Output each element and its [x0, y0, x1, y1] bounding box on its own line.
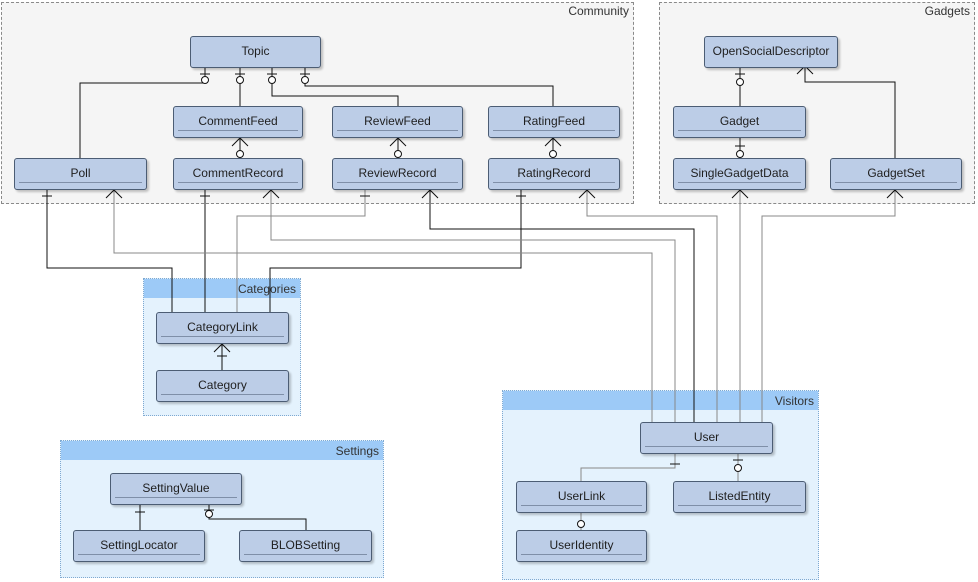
edge-commentrecord-user	[270, 190, 676, 422]
edge-ratingrecord-user	[586, 190, 718, 422]
entity-user-identity[interactable]: UserIdentity	[516, 530, 647, 562]
entity-category[interactable]: Category	[156, 370, 289, 402]
entity-setting-value[interactable]: SettingValue	[110, 473, 242, 505]
entity-open-social-descriptor-label: OpenSocialDescriptor	[712, 44, 830, 58]
entity-setting-locator[interactable]: SettingLocator	[73, 530, 205, 562]
entity-category-link[interactable]: CategoryLink	[156, 312, 289, 344]
entity-rating-record-label: RatingRecord	[517, 166, 591, 180]
entity-single-gadget-data[interactable]: SingleGadgetData	[673, 158, 806, 190]
entity-review-record-label: ReviewRecord	[358, 166, 437, 180]
entity-single-gadget-data-label: SingleGadgetData	[690, 166, 789, 180]
entity-comment-feed[interactable]: CommentFeed	[173, 106, 303, 138]
entity-category-link-label: CategoryLink	[187, 320, 258, 334]
entity-user-link-label: UserLink	[557, 489, 606, 503]
group-title-categories: Categories	[237, 282, 296, 296]
entity-topic[interactable]: Topic	[190, 36, 321, 68]
entity-user[interactable]: User	[640, 422, 773, 454]
entity-gadget-label: Gadget	[719, 114, 760, 128]
entity-category-label: Category	[198, 378, 247, 392]
entity-gadget[interactable]: Gadget	[673, 106, 806, 138]
entity-user-identity-label: UserIdentity	[549, 538, 614, 552]
entity-listed-entity[interactable]: ListedEntity	[673, 481, 806, 513]
entity-open-social-descriptor[interactable]: OpenSocialDescriptor	[704, 36, 838, 68]
entity-gadget-set[interactable]: GadgetSet	[830, 158, 962, 190]
entity-rating-feed[interactable]: RatingFeed	[488, 106, 620, 138]
entity-review-feed-label: ReviewFeed	[364, 114, 431, 128]
entity-comment-feed-label: CommentFeed	[198, 114, 278, 128]
edge-reviewrecord-user	[429, 190, 695, 422]
group-title-community: Community	[568, 4, 629, 18]
group-title-settings: Settings	[335, 444, 379, 458]
entity-blob-setting-label: BLOBSetting	[270, 538, 341, 552]
entity-rating-record[interactable]: RatingRecord	[488, 158, 620, 190]
edge-gadgetset-user	[761, 190, 896, 422]
entity-setting-locator-label: SettingLocator	[100, 538, 178, 552]
entity-setting-value-label: SettingValue	[142, 481, 210, 495]
entity-poll[interactable]: Poll	[14, 158, 147, 190]
entity-rating-feed-label: RatingFeed	[522, 114, 586, 128]
entity-blob-setting[interactable]: BLOBSetting	[239, 530, 372, 562]
entity-review-record[interactable]: ReviewRecord	[332, 158, 463, 190]
group-band-settings: Settings	[61, 441, 383, 460]
entity-user-link[interactable]: UserLink	[516, 481, 647, 513]
entity-topic-label: Topic	[241, 44, 270, 58]
entity-user-label: User	[693, 430, 720, 444]
group-band-visitors: Visitors	[503, 391, 818, 410]
entity-comment-record-label: CommentRecord	[192, 166, 284, 180]
group-title-visitors: Visitors	[774, 394, 814, 408]
entity-comment-record[interactable]: CommentRecord	[173, 158, 303, 190]
edge-ratingrecord-categorylink	[269, 190, 522, 312]
entity-gadget-set-label: GadgetSet	[867, 166, 925, 180]
entity-poll-label: Poll	[70, 166, 91, 180]
entity-listed-entity-label: ListedEntity	[708, 489, 771, 503]
entity-review-feed[interactable]: ReviewFeed	[332, 106, 463, 138]
group-title-gadgets: Gadgets	[924, 4, 970, 18]
group-band-categories: Categories	[144, 279, 300, 298]
